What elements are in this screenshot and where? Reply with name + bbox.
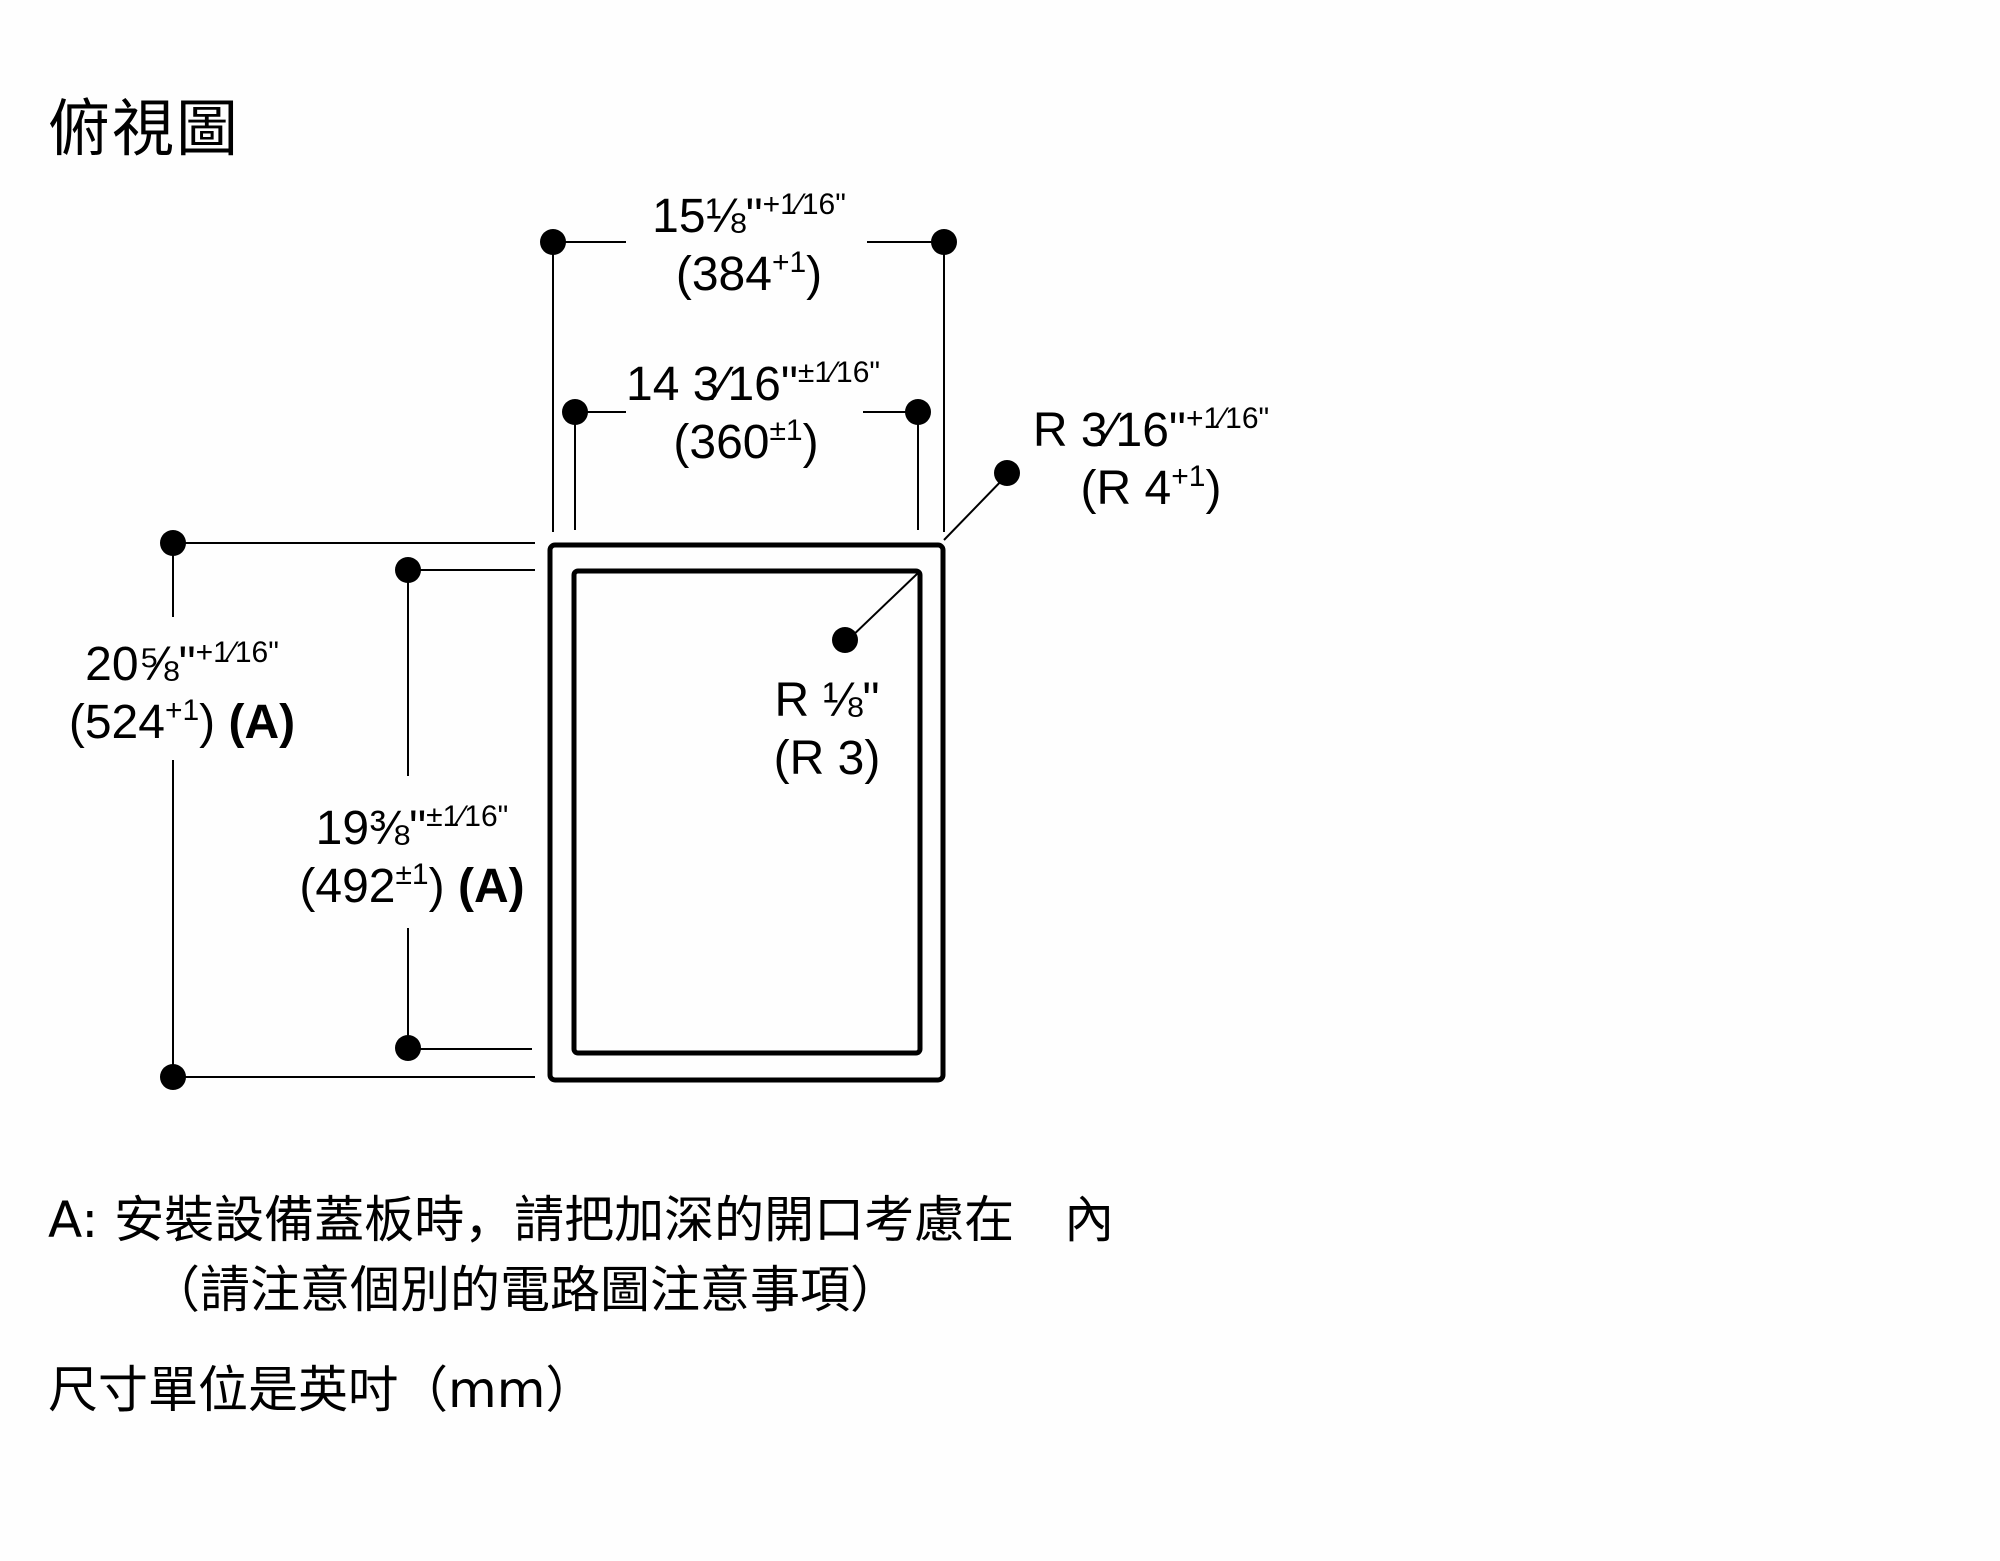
label-outer-depth-inch: 20⅝"+1⁄16" — [85, 636, 279, 692]
label-inner-depth-inch: 19⅜"±1⁄16" — [315, 800, 509, 856]
label-inner-width: 14 3⁄16"±1⁄16" (360±1) — [626, 356, 881, 472]
dim-dot-inner-depth-top — [395, 557, 421, 583]
page-title: 俯視圖 — [48, 92, 241, 165]
label-outer-radius: R 3⁄16"+1⁄16" (R 4+1) — [1026, 402, 1276, 518]
dim-dot-inner-radius — [832, 627, 858, 653]
note-a-text: 安裝設備蓋板時，請把加深的開口考慮在 內 — [114, 1191, 1115, 1249]
label-inner-width-mm: (360±1) — [673, 414, 819, 470]
leader-outer-radius — [943, 474, 1008, 541]
note-ref-a: (A) — [228, 696, 296, 749]
label-outer-depth: 20⅝"+1⁄16" (524+1) (A) — [52, 636, 312, 752]
leader-inner-radius — [847, 572, 919, 641]
dim-dot-outer-width-left — [540, 229, 566, 255]
dim-dot-inner-depth-bottom — [395, 1035, 421, 1061]
dim-dot-inner-width-left — [562, 399, 588, 425]
dim-dot-outer-width-right — [931, 229, 957, 255]
label-outer-radius-mm: (R 4+1) — [1080, 460, 1222, 516]
label-inner-depth-mm: (492±1) (A) — [299, 858, 525, 914]
note-ref-a: (A) — [457, 860, 525, 913]
label-outer-depth-mm: (524+1) (A) — [68, 694, 296, 750]
outer-cutout-outline — [547, 542, 946, 1083]
units-note: 尺寸單位是英吋（mm） — [48, 1361, 596, 1419]
dim-dot-outer-depth-top — [160, 530, 186, 556]
dim-dot-outer-depth-bottom — [160, 1064, 186, 1090]
label-inner-depth: 19⅜"±1⁄16" (492±1) (A) — [282, 800, 542, 916]
label-outer-width-mm: (384+1) — [675, 246, 823, 302]
dim-dot-outer-radius — [994, 460, 1020, 486]
label-outer-width: 15⅛"+1⁄16" (384+1) — [636, 188, 862, 304]
label-inner-radius-mm: (R 3) — [773, 732, 881, 785]
label-outer-radius-inch: R 3⁄16"+1⁄16" — [1032, 402, 1270, 458]
note-a-line2: （請注意個別的電路圖注意事項） — [150, 1261, 900, 1319]
note-a-label: A: — [48, 1191, 99, 1249]
inner-cutout-outline — [571, 568, 923, 1056]
dim-dot-inner-width-right — [905, 399, 931, 425]
label-inner-width-inch: 14 3⁄16"±1⁄16" — [626, 356, 881, 412]
label-inner-radius-inch: R ⅛" — [774, 674, 880, 727]
label-outer-width-inch: 15⅛"+1⁄16" — [652, 188, 846, 244]
note-a-line1: A: 安裝設備蓋板時，請把加深的開口考慮在 內 — [48, 1180, 1114, 1252]
label-inner-radius: R ⅛" (R 3) — [762, 672, 892, 788]
